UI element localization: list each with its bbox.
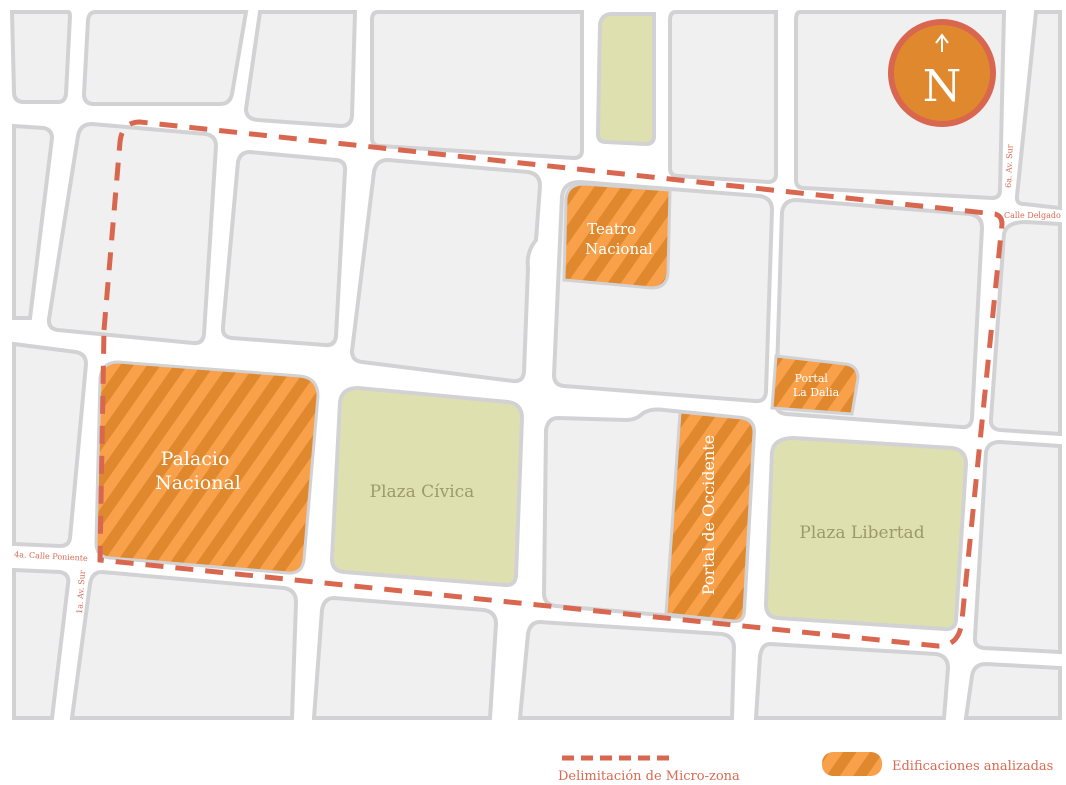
- primera-av-sur-label: 1a. Av. Sur: [75, 570, 87, 614]
- teatro-nacional-building: [562, 182, 672, 290]
- legend: Delimitación de Micro-zona Edificaciones…: [558, 752, 1053, 784]
- plaza-libertad-label: Plaza Libertad: [799, 523, 924, 543]
- legend-boundary-label: Delimitación de Micro-zona: [558, 769, 740, 784]
- city-block: [220, 149, 348, 348]
- compass-letter: N: [923, 61, 962, 112]
- compass-rose: N: [888, 19, 996, 127]
- palacio-label-line-1: Palacio: [161, 448, 230, 470]
- city-blocks: [9, 10, 1062, 720]
- city-block: [12, 123, 55, 320]
- portal-la-dalia-building: [770, 354, 860, 416]
- city-block: [69, 569, 299, 720]
- plaza-civica-area: [329, 385, 525, 588]
- city-block: [668, 10, 778, 185]
- city-block: [311, 595, 499, 720]
- north-arrow-icon: [935, 33, 949, 52]
- green-strip: [595, 12, 656, 147]
- portal-de-occidente-label: Portal de Occidente: [699, 435, 718, 595]
- city-block: [988, 219, 1062, 437]
- palacio-nacional-label: Palacio Nacional: [155, 448, 241, 494]
- legend-building-swatch: [822, 752, 882, 776]
- city-block: [1014, 10, 1062, 211]
- sexta-av-sur-label: 6a. Av. Sur: [1004, 144, 1015, 188]
- city-block: [753, 641, 951, 720]
- cuarta-calle-poniente-label: 4a. Calle Poniente: [14, 550, 88, 563]
- city-block: [12, 341, 89, 549]
- city-block: [370, 10, 584, 161]
- portal-de-occidente-building: [664, 410, 756, 623]
- city-block: [81, 10, 249, 106]
- city-block: [243, 10, 358, 129]
- micro-zone-boundary: [97, 119, 1005, 649]
- analysed-buildings: [94, 182, 860, 623]
- compass-circle: [888, 19, 996, 127]
- city-block: [46, 121, 219, 346]
- portal-la-dalia-label: Portal La Dalia: [793, 372, 840, 399]
- city-block: [963, 661, 1062, 720]
- city-block: [12, 567, 71, 720]
- teatro-label-line-1: Teatro: [587, 220, 636, 238]
- city-block: [349, 157, 543, 384]
- plaza-civica-label: Plaza Cívica: [370, 482, 475, 502]
- city-block: [9, 10, 73, 104]
- plaza-libertad-area: [763, 435, 969, 632]
- plazas: [329, 385, 969, 632]
- legend-building-label: Edificaciones analizadas: [892, 759, 1053, 774]
- building-labels: Palacio Nacional Teatro Nacional Portal …: [155, 220, 839, 595]
- city-block: [972, 439, 1062, 655]
- dalia-label-line-1: Portal: [795, 372, 829, 385]
- palacio-label-line-2: Nacional: [155, 472, 241, 494]
- calle-delgado-label: Calle Delgado: [1004, 211, 1061, 220]
- dalia-label-line-2: La Dalia: [793, 386, 840, 399]
- teatro-label-line-2: Nacional: [585, 240, 653, 258]
- teatro-nacional-label: Teatro Nacional: [585, 220, 653, 258]
- city-block: [517, 619, 737, 720]
